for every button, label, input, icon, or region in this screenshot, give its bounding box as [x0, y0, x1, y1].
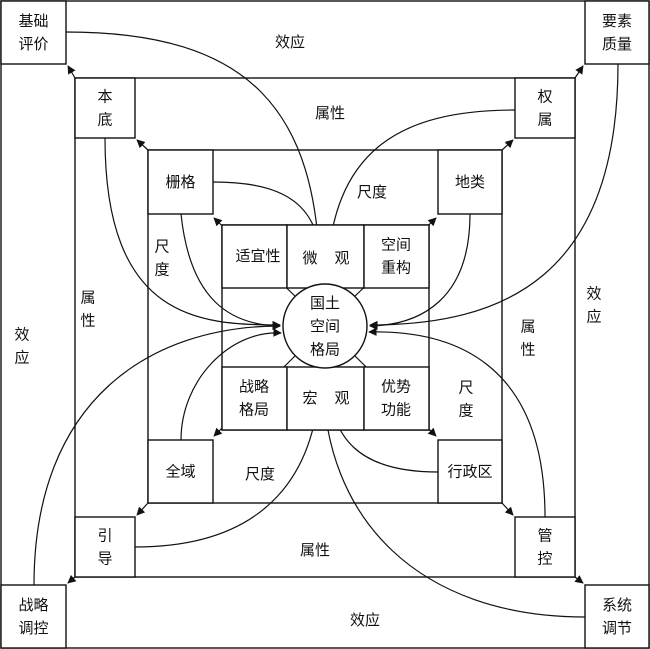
- inner-cell-bottom-mid: [286, 366, 365, 431]
- outer-band-label-right: 效: [586, 284, 601, 302]
- arrow-base-to-center: [104, 137, 281, 330]
- second-corner-top-left: [74, 77, 136, 139]
- outer-corner-top-right-label: 质量: [602, 35, 632, 53]
- third-frame: [147, 149, 503, 504]
- center-circle: [282, 283, 368, 369]
- inner-cell-advantage-label: 功能: [381, 401, 411, 419]
- second-corner-top-right-label: 权: [537, 87, 552, 105]
- second-corner-bottom-left: [74, 516, 136, 578]
- third-band-label-top: 尺度: [357, 183, 387, 201]
- inner-cell-bottom-left: [221, 366, 288, 431]
- second-corner-top-left-label: 底: [97, 111, 112, 129]
- macro-label-1: 宏: [302, 389, 317, 407]
- inner-cell-strategic-pattern-label: 战略: [239, 377, 269, 395]
- arrow-rights-to-quality: [574, 65, 584, 79]
- second-band-label-left: 属: [80, 288, 95, 306]
- inner-cell-restructure-label: 重构: [381, 259, 411, 277]
- outer-band-label-right: 应: [586, 308, 601, 326]
- second-corner-bottom-left-label: 导: [97, 550, 112, 568]
- center-label: 国土: [310, 294, 340, 312]
- center-label: 空间: [310, 317, 340, 335]
- outer-corner-bottom-left: [0, 584, 67, 649]
- third-corner-bottom-left: [147, 439, 214, 504]
- outer-corner-bottom-left-label: 战略: [18, 596, 48, 614]
- macro-label-2: 观: [334, 389, 349, 407]
- arrow-strategy-to-center: [33, 321, 281, 586]
- second-band-label-bottom: 属性: [300, 541, 330, 559]
- outer-corner-bottom-right-label: 系统: [602, 596, 632, 614]
- arrow-control-to-center: [368, 327, 546, 518]
- third-band-label-right: 度: [458, 402, 473, 420]
- arrow-landtype-to-rights: [501, 139, 514, 151]
- third-band-label-left: 度: [154, 261, 169, 279]
- arrow-control-to-system: [574, 575, 584, 584]
- outer-corner-top-left-label: 评价: [18, 35, 48, 53]
- second-corner-bottom-right-label: 管: [537, 526, 552, 544]
- third-corner-top-left: [147, 149, 214, 215]
- outer-corner-bottom-left-label: 调控: [18, 619, 48, 637]
- arrow-guide-to-strategy: [67, 574, 77, 584]
- micro-label-1: 微: [302, 249, 317, 267]
- arrow-district-to-control: [501, 502, 514, 516]
- outer-band-label-bottom: 效应: [350, 611, 380, 629]
- second-corner-top-right-label: 属: [537, 111, 552, 129]
- inner-cell-restructure-label: 空间: [381, 235, 411, 253]
- center-label: 格局: [310, 340, 340, 358]
- arrow-landtype-to-center: [369, 213, 471, 331]
- inner-cell-top-right: [363, 224, 430, 289]
- inner-cell-top-left: [221, 224, 288, 289]
- arrow-basic-eval-to-micro: [65, 31, 325, 281]
- second-band-label-right: 属: [520, 317, 535, 335]
- outer-band-label-top: 效应: [275, 33, 305, 51]
- arrow-grid-down-to-center: [180, 213, 281, 331]
- second-corner-bottom-right-label: 控: [537, 550, 552, 568]
- third-band-label-bottom: 尺度: [245, 465, 275, 483]
- second-corner-bottom-right: [514, 516, 576, 578]
- third-corner-bottom-right: [437, 439, 503, 504]
- second-band-label-top: 属性: [315, 104, 345, 122]
- second-band-label-right: 性: [520, 341, 535, 359]
- arrow-quality-to-center: [369, 63, 619, 330]
- third-band-label-left: 尺: [154, 237, 169, 255]
- third-corner-top-right-label: 地类: [455, 173, 485, 191]
- outer-band-label-left: 应: [14, 349, 29, 367]
- arrow-grid-to-base: [136, 139, 149, 151]
- second-frame: [74, 77, 576, 578]
- inner-cell-bottom-right: [363, 366, 430, 431]
- second-band-label-left: 性: [80, 312, 95, 330]
- third-band-label-right: 尺: [458, 378, 473, 396]
- second-corner-top-left-label: 本: [97, 87, 112, 105]
- second-corner-top-right: [514, 77, 576, 139]
- third-corner-top-left-label: 栅格: [165, 173, 195, 191]
- third-corner-bottom-left-label: 全域: [165, 463, 195, 481]
- outer-corner-bottom-right-label: 调节: [602, 619, 632, 637]
- outer-corner-top-right: [584, 0, 650, 65]
- arrow-base-to-basic-eval: [67, 65, 76, 79]
- label-texts: 基础评价要素质量战略调控系统调节本底权属引导管控栅格地类全域行政区适宜性微观空间…: [14, 12, 632, 637]
- outer-band-label-left: 效: [14, 325, 29, 343]
- inner-cell-strategic-pattern-label: 格局: [239, 401, 269, 419]
- micro-label-2: 观: [334, 249, 349, 267]
- inner-cell-advantage-label: 优势: [381, 377, 411, 395]
- outer-corner-top-left: [0, 0, 67, 65]
- arrow-allarea-to-guide: [136, 502, 149, 516]
- inner-cell-top-mid: [286, 224, 365, 289]
- third-corner-top-right: [437, 149, 503, 215]
- arrow-allarea-to-center: [180, 328, 282, 441]
- outer-corner-top-left-label: 基础: [18, 12, 48, 30]
- outer-corner-top-right-label: 要素: [602, 12, 632, 30]
- second-corner-bottom-left-label: 引: [97, 526, 112, 544]
- inner-cell-suitability-label: 适宜性: [235, 247, 280, 265]
- outer-corner-bottom-right: [584, 584, 650, 649]
- third-corner-bottom-right-label: 行政区: [447, 463, 492, 481]
